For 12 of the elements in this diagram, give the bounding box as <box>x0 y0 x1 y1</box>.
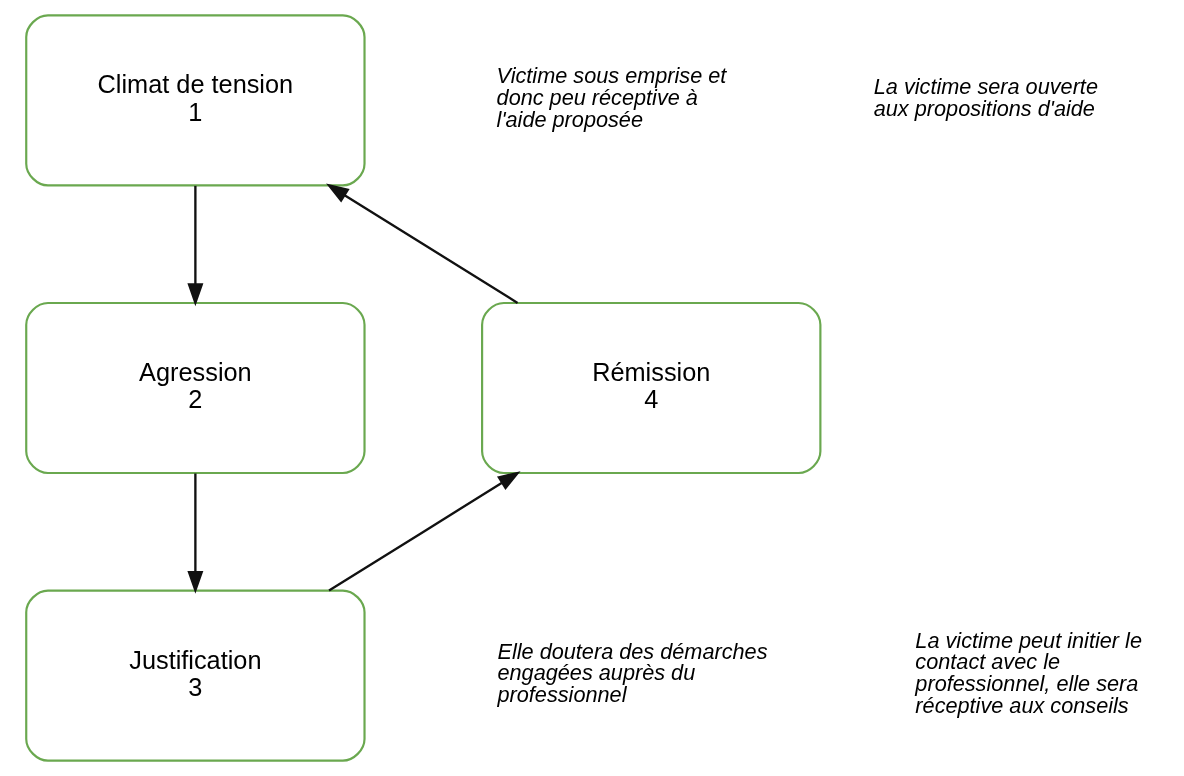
arrow <box>326 183 519 304</box>
node-box: Climat de tension 1 <box>25 14 366 187</box>
label: La victime sera ouverte aux propositions d'aide <box>873 74 1098 121</box>
node-box: Justification 3 <box>25 589 366 762</box>
arrow <box>187 185 204 307</box>
label: Victime sous emprise et donc peu réceptive à l'aide proposée <box>496 63 727 132</box>
label: La victime peut initier le contact avec le professionnel, elle sera réceptive aux conseils <box>915 627 1142 718</box>
arrow <box>328 471 521 592</box>
arrow <box>187 473 204 594</box>
label: Elle doutera des démarches engagées auprès du professionnel <box>497 638 768 708</box>
node-box: Rémission 4 <box>481 301 822 475</box>
node-box: Agression 2 <box>25 301 366 475</box>
